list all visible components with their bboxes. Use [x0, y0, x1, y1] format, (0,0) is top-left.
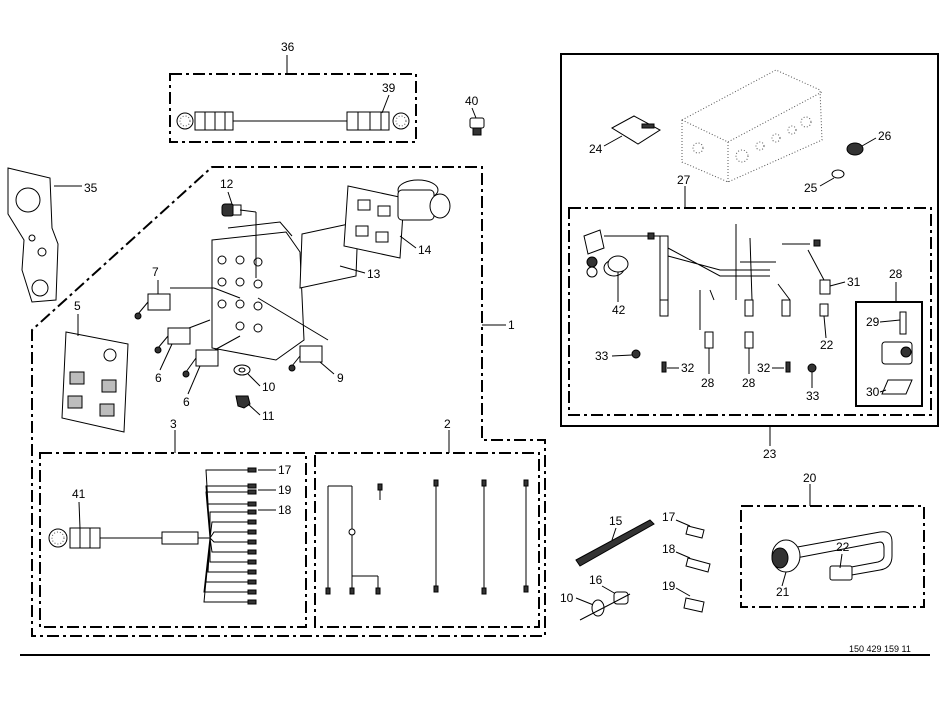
- label-33b: 33: [806, 389, 820, 403]
- control-panel-parts: 5 13 14 12: [61, 177, 451, 433]
- assembly-frame-2: 2: [314, 417, 540, 628]
- label-18b: 18: [662, 542, 676, 556]
- loose-parts: 15 17 18 19 16 10: [560, 510, 711, 621]
- switch-7: 7: [134, 265, 171, 320]
- label-33a: 33: [595, 349, 609, 363]
- label-17b: 17: [662, 510, 676, 524]
- label-21: 21: [776, 585, 790, 599]
- label-42: 42: [612, 303, 626, 317]
- label-15: 15: [609, 514, 623, 528]
- label-13: 13: [367, 267, 381, 281]
- bracket-35: 35: [7, 167, 98, 303]
- label-10b: 10: [560, 591, 574, 605]
- label-35: 35: [84, 181, 98, 195]
- label-22a: 22: [820, 338, 834, 352]
- label-16: 16: [589, 573, 603, 587]
- label-12: 12: [220, 177, 234, 191]
- label-9: 9: [337, 371, 344, 385]
- switch-6a: 6: [154, 327, 191, 385]
- assembly-frame-3: 3 41 17 19 18: [39, 417, 307, 628]
- box-holes: [217, 255, 263, 333]
- wires-2: [325, 479, 529, 595]
- label-24: 24: [589, 142, 603, 156]
- assembly-frame-23: 23 24 26 25 27: [560, 53, 939, 461]
- label-27: 27: [677, 173, 691, 187]
- label-1: 1: [508, 318, 515, 332]
- switch-6b: 6: [182, 349, 219, 409]
- pipe-20: [771, 531, 893, 581]
- label-32a: 32: [681, 361, 695, 375]
- label-2: 2: [444, 417, 451, 431]
- reference-code: 150 429 159 11: [849, 644, 911, 654]
- label-10a: 10: [262, 380, 276, 394]
- switch-9: 9: [288, 345, 344, 385]
- assembly-frame-36: 36 39: [169, 40, 417, 143]
- label-30: 30: [866, 385, 880, 399]
- assembly-frame-20: 20 22 21: [740, 471, 925, 608]
- label-28c: 28: [889, 267, 903, 281]
- label-25: 25: [804, 181, 818, 195]
- label-23: 23: [763, 447, 777, 461]
- harness-3: [48, 467, 257, 605]
- cable-assembly: [176, 111, 410, 131]
- label-22b: 22: [836, 540, 850, 554]
- label-6b: 6: [183, 395, 190, 409]
- label-5: 5: [74, 299, 81, 313]
- harness-terminals: [247, 467, 257, 605]
- label-40: 40: [465, 94, 479, 108]
- assembly-frame-1: 1: [31, 166, 546, 637]
- label-11: 11: [262, 409, 275, 423]
- label-39: 39: [382, 81, 396, 95]
- label-3: 3: [170, 417, 177, 431]
- harness-27: [583, 224, 831, 373]
- label-6a: 6: [155, 371, 162, 385]
- label-28a: 28: [701, 376, 715, 390]
- label-31: 31: [847, 275, 861, 289]
- valve-28: [881, 311, 913, 395]
- label-7: 7: [152, 265, 159, 279]
- label-41: 41: [72, 487, 86, 501]
- label-32b: 32: [757, 361, 771, 375]
- label-18a: 18: [278, 503, 292, 517]
- label-28b: 28: [742, 376, 756, 390]
- label-19a: 19: [278, 483, 292, 497]
- part-40: 40: [465, 94, 485, 136]
- label-14: 14: [418, 243, 432, 257]
- label-19b: 19: [662, 579, 676, 593]
- label-29: 29: [866, 315, 880, 329]
- junction-box: [681, 69, 823, 183]
- label-26: 26: [878, 129, 892, 143]
- label-17a: 17: [278, 463, 292, 477]
- label-20: 20: [803, 471, 817, 485]
- label-36: 36: [281, 40, 295, 54]
